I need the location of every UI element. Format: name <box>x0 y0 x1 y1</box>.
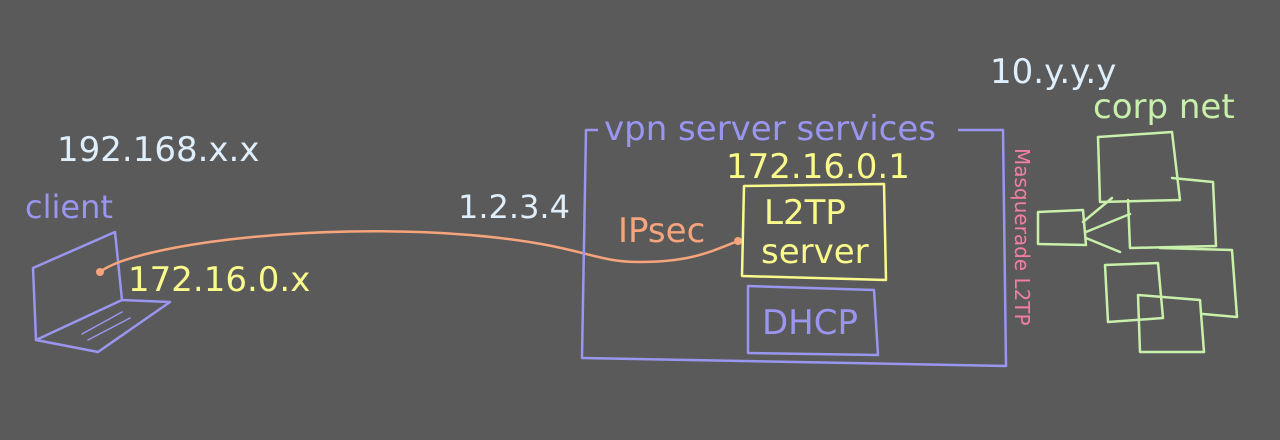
server-public-ip: 1.2.3.4 <box>458 188 570 226</box>
ipsec-label: IPsec <box>618 211 706 251</box>
tunnel-endpoint-client <box>96 268 104 276</box>
client-lan-ip: 192.168.x.x <box>57 130 260 170</box>
vpn-server-title: vpn server services <box>604 109 936 149</box>
client-vpn-ip: 172.16.0.x <box>128 260 311 300</box>
l2tp-server-ip: 172.16.0.1 <box>726 147 910 187</box>
corp-net-label: corp net <box>1093 87 1235 127</box>
masquerade-label: Masquerade L2TP <box>1010 148 1034 326</box>
corp-ip-range: 10.y.y.y <box>990 52 1117 92</box>
laptop-icon <box>31 230 172 354</box>
client-label: client <box>25 188 113 226</box>
tunnel-endpoint-server <box>734 237 742 245</box>
dhcp-label: DHCP <box>762 303 858 343</box>
ipsec-tunnel-line <box>98 230 740 274</box>
l2tp-label-line2: server <box>761 232 869 272</box>
dhcp-box <box>746 284 880 357</box>
vpn-server-box <box>580 128 1008 368</box>
l2tp-server-box <box>740 182 888 282</box>
l2tp-label-line1: L2TP <box>764 193 846 233</box>
corp-net-icon <box>1036 130 1239 354</box>
